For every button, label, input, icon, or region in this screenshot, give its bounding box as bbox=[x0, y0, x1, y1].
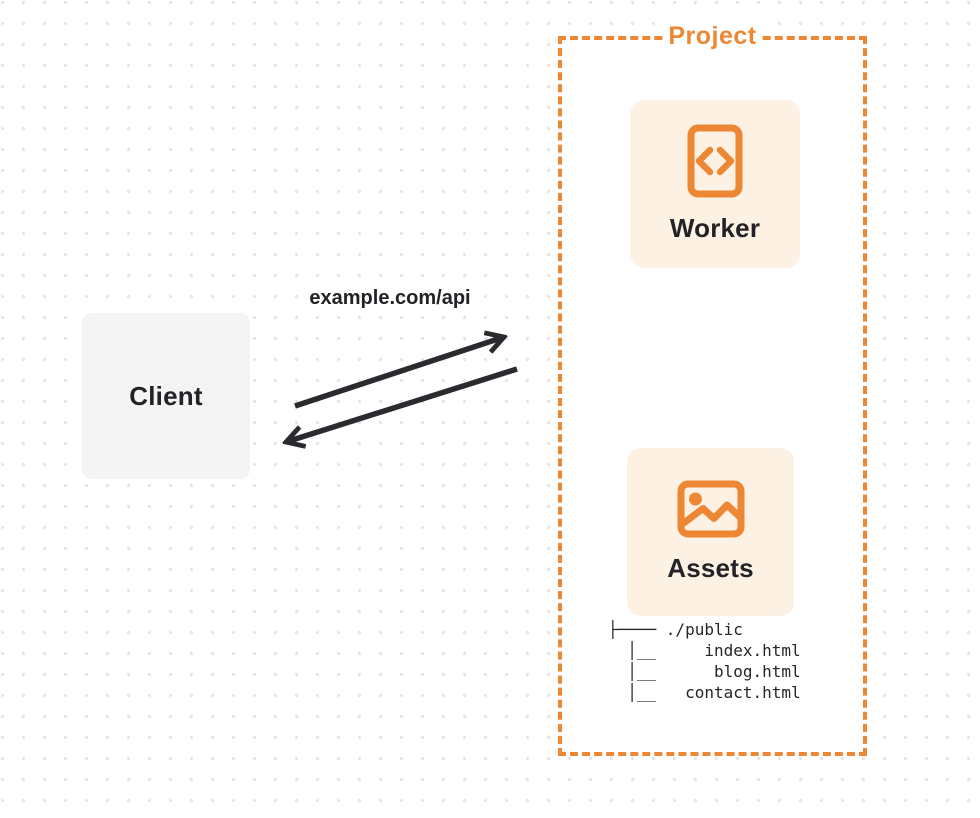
file-tree: ├──── ./public │__ index.html │__ blog.h… bbox=[608, 619, 801, 703]
response-arrow bbox=[286, 366, 518, 442]
worker-label: Worker bbox=[669, 213, 761, 243]
code-icon bbox=[687, 124, 743, 198]
project-label: Project bbox=[663, 22, 762, 51]
worker-node: Worker bbox=[630, 100, 800, 268]
client-label: Client bbox=[129, 380, 203, 411]
file-tree-line: │__ blog.html bbox=[608, 662, 801, 681]
client-node: Client bbox=[82, 313, 250, 479]
file-tree-line: ├──── ./public bbox=[608, 620, 743, 639]
file-tree-line: │__ contact.html bbox=[608, 683, 801, 702]
assets-label: Assets bbox=[667, 553, 754, 583]
assets-node: Assets bbox=[627, 448, 794, 616]
request-arrow bbox=[294, 337, 504, 409]
request-url-label: example.com/api bbox=[309, 287, 471, 309]
file-tree-line: │__ index.html bbox=[608, 641, 801, 660]
image-icon bbox=[677, 480, 744, 538]
